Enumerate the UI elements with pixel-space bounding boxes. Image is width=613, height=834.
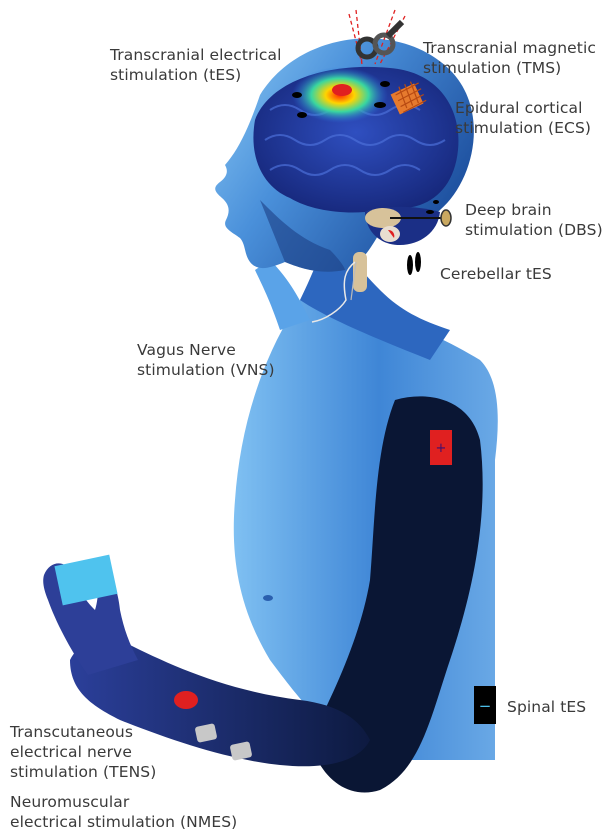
label-tms: Transcranial magnetic stimulation (TMS) xyxy=(423,38,596,78)
label-tens: Transcutaneous electrical nerve stimulat… xyxy=(10,722,156,782)
cerebellar-electrode xyxy=(407,255,413,275)
tes-electrode xyxy=(332,84,352,96)
label-nmes: Neuromuscular electrical stimulation (NM… xyxy=(10,792,237,832)
label-vns: Vagus Nerve stimulation (VNS) xyxy=(137,340,275,380)
tens-electrode xyxy=(174,691,198,709)
shoulder-electrode: + xyxy=(430,430,452,465)
spinal-electrode: − xyxy=(474,686,496,724)
label-tes: Transcranial electrical stimulation (tES… xyxy=(110,45,282,85)
spinal-electrode-sign: − xyxy=(479,697,492,715)
label-dbs: Deep brain stimulation (DBS) xyxy=(465,200,603,240)
shoulder-electrode-sign: + xyxy=(436,441,447,456)
label-ecs: Epidural cortical stimulation (ECS) xyxy=(455,98,591,138)
label-spinal: Spinal tES xyxy=(507,697,586,717)
label-cerebellar: Cerebellar tES xyxy=(440,264,552,284)
